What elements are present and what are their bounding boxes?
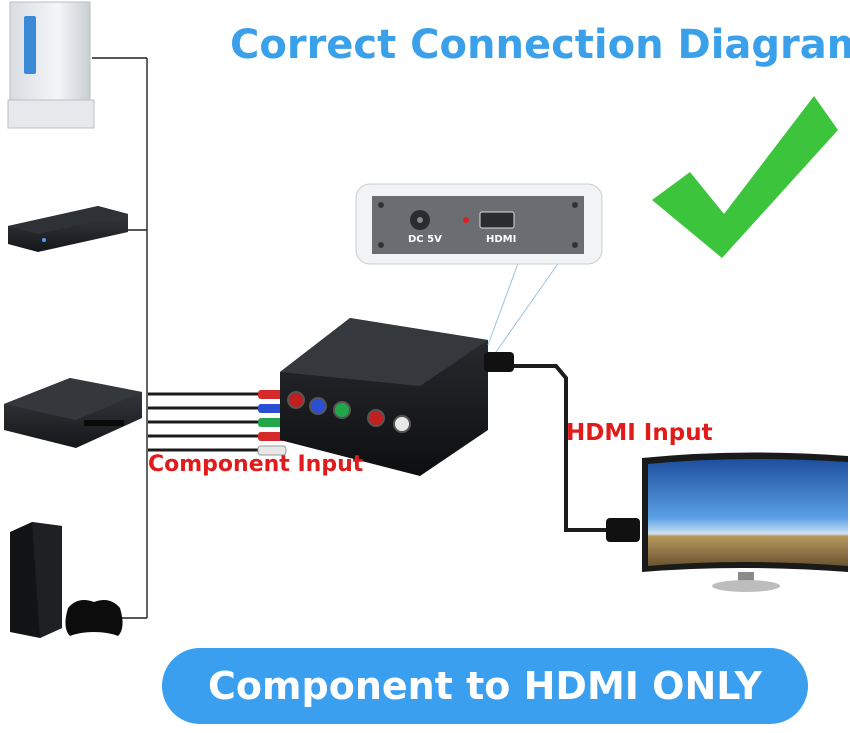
device-bus-lines [92,57,148,619]
component-input-label: Component Input [148,452,364,477]
rca-plugs [257,390,287,456]
dc-port-label: DC 5V [408,234,442,245]
hdmi-cable [484,352,640,542]
inset-zoom-lines [487,257,563,353]
monitor-icon [642,452,848,592]
playstation-console-icon [10,522,123,638]
hdmi-port-label: HDMI [486,234,517,245]
checkmark-icon [652,96,838,258]
converter-box [280,318,488,476]
bottom-banner: Component to HDMI ONLY [162,648,808,724]
banner-text: Component to HDMI ONLY [207,664,763,708]
hdmi-input-label: HDMI Input [566,420,713,446]
component-cables [148,392,258,452]
converter-inset [355,183,603,265]
set-top-box-icon [4,378,142,448]
diagram-title: Correct Connection Diagram [230,22,850,68]
game-console-icon [7,1,95,129]
dvd-player-icon [8,206,128,252]
